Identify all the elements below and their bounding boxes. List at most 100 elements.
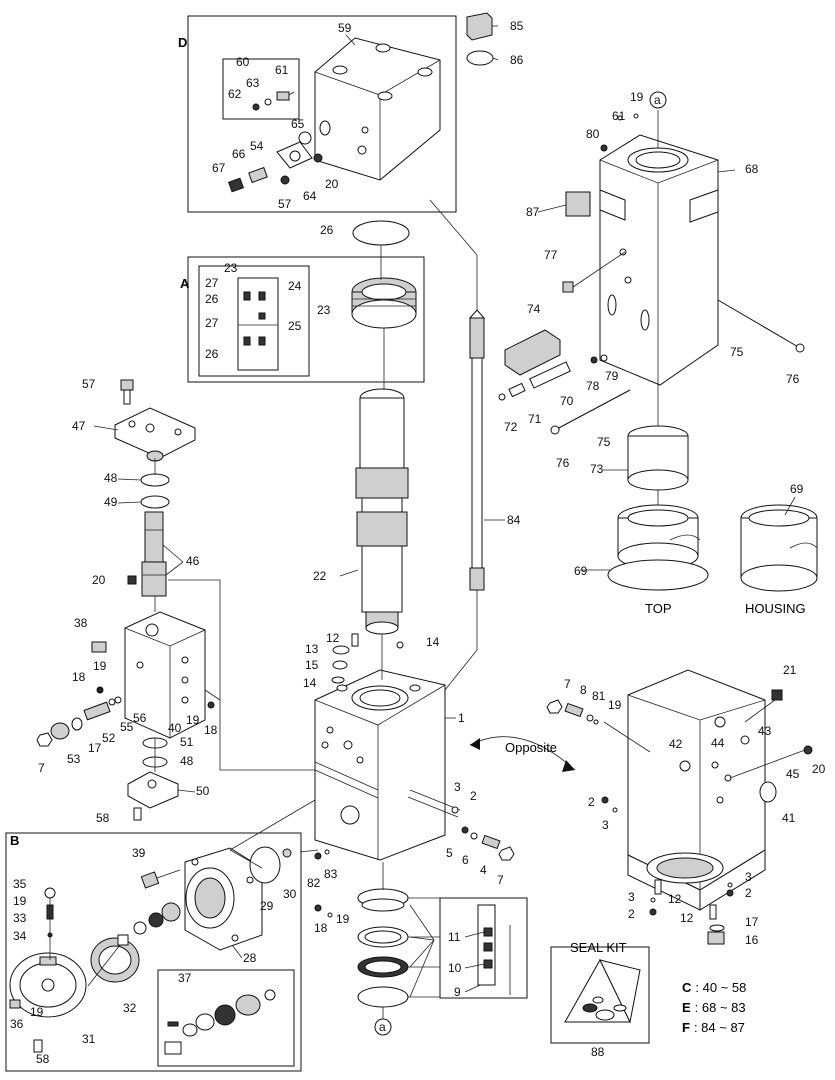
label-53: 53: [67, 752, 81, 766]
label-5: 5: [446, 846, 453, 860]
label-70: 70: [560, 394, 574, 408]
callout-a-bottom-text: a: [379, 1020, 386, 1034]
part-57-bolt: [120, 379, 134, 405]
label-3b: 3: [602, 818, 609, 832]
part-59-cap: [314, 37, 441, 181]
part-36-plug: [9, 999, 21, 1009]
label-72: 72: [504, 420, 518, 434]
part-50-cover: [127, 771, 179, 821]
part-77-bolt: [562, 281, 574, 293]
part-7-nut: [36, 732, 53, 747]
part-9-11-seal-stack: [357, 888, 409, 1008]
label-60: 60: [236, 55, 250, 69]
label-2d: 2: [628, 907, 635, 921]
part-20-plug: [127, 575, 137, 585]
part-7-8-81-plug-right: [546, 699, 599, 725]
label-38: 38: [74, 616, 88, 630]
label-29: 29: [260, 899, 274, 913]
seal-kit-title: SEAL KIT: [570, 940, 627, 955]
section-d-label: D: [178, 35, 187, 50]
callout-a-top: a: [649, 91, 667, 109]
part-61-63-plug: [252, 91, 295, 111]
label-20b: 20: [92, 573, 106, 587]
label-4: 4: [480, 863, 487, 877]
label-19d: 19: [13, 894, 27, 908]
part-20b-plug: [803, 745, 813, 755]
label-10: 10: [448, 961, 462, 975]
svg-text:C: 40 ~ 58: C: 40 ~ 58: [682, 980, 746, 995]
label-12a: 12: [326, 631, 340, 645]
label-11: 11: [448, 930, 461, 944]
frame-9-11: [439, 897, 528, 999]
label-58b: 58: [36, 1052, 50, 1066]
label-2b: 2: [588, 795, 595, 809]
part-30-plug: [282, 848, 292, 858]
legend-key-f: F: [682, 1020, 690, 1035]
label-50: 50: [196, 784, 210, 798]
frame-a-inner: [198, 265, 310, 377]
label-54: 54: [250, 139, 264, 153]
label-51: 51: [180, 735, 194, 749]
label-67: 67: [212, 161, 226, 175]
part-12-15-plugs: [331, 633, 404, 684]
label-69b: 69: [790, 482, 804, 496]
label-21: 21: [783, 663, 797, 677]
part-85-nut: [466, 12, 493, 41]
part-41-oring: [759, 781, 777, 803]
caption-opposite: Opposite: [505, 740, 557, 755]
label-12c: 12: [680, 911, 694, 925]
label-37: 37: [178, 971, 192, 985]
label-19c: 19: [336, 912, 350, 926]
part-29-oring: [249, 846, 281, 884]
label-16: 16: [745, 933, 759, 947]
opposite-arrow: [469, 736, 576, 772]
label-20c: 20: [812, 762, 826, 776]
frame-37: [157, 969, 295, 1067]
part-64-67-valve: [228, 120, 331, 193]
label-84: 84: [507, 513, 521, 527]
label-7b: 7: [497, 873, 504, 887]
label-56: 56: [133, 711, 147, 725]
part-78-79-pins: [590, 354, 608, 364]
label-24: 24: [288, 279, 302, 293]
label-14b: 14: [303, 676, 317, 690]
label-18a: 18: [72, 670, 86, 684]
part-1-cylinder-body: [314, 669, 446, 861]
callout-a-bottom: a: [374, 1018, 392, 1036]
part-86-washer: [466, 50, 494, 66]
label-34: 34: [13, 929, 27, 943]
label-59: 59: [338, 21, 352, 35]
label-65: 65: [291, 117, 305, 131]
label-46: 46: [186, 554, 200, 568]
label-1: 1: [458, 711, 465, 725]
part-80-plug: [600, 144, 608, 152]
label-7a: 7: [38, 761, 45, 775]
part-31-cover: [9, 952, 87, 1018]
label-8: 8: [580, 683, 587, 697]
label-64: 64: [303, 189, 317, 203]
label-47: 47: [72, 419, 86, 433]
label-80: 80: [586, 127, 600, 141]
legend-range-f: : 84 ~ 87: [694, 1020, 745, 1035]
part-87-bushing: [565, 191, 591, 217]
part-23-seal-retainer: [351, 277, 417, 329]
part-housing-back: [627, 669, 766, 911]
label-44: 44: [711, 736, 725, 750]
label-43: 43: [758, 724, 772, 738]
svg-text:F: 84 ~ 87: F : 84 ~ 87: [682, 1020, 745, 1035]
label-86: 86: [510, 53, 524, 67]
label-27b: 27: [205, 316, 219, 330]
label-33: 33: [13, 911, 27, 925]
label-3c: 3: [745, 870, 752, 884]
label-57a: 57: [278, 197, 292, 211]
label-58a: 58: [96, 811, 110, 825]
label-32: 32: [123, 1001, 137, 1015]
svg-text:E: 68 ~ 83: E: 68 ~ 83: [682, 1000, 746, 1015]
label-78: 78: [586, 379, 600, 393]
label-26c: 26: [205, 347, 219, 361]
label-76a: 76: [786, 372, 800, 386]
label-41: 41: [782, 811, 796, 825]
label-2c: 2: [745, 886, 752, 900]
part-21-plug: [771, 689, 783, 701]
label-22: 22: [313, 569, 327, 583]
